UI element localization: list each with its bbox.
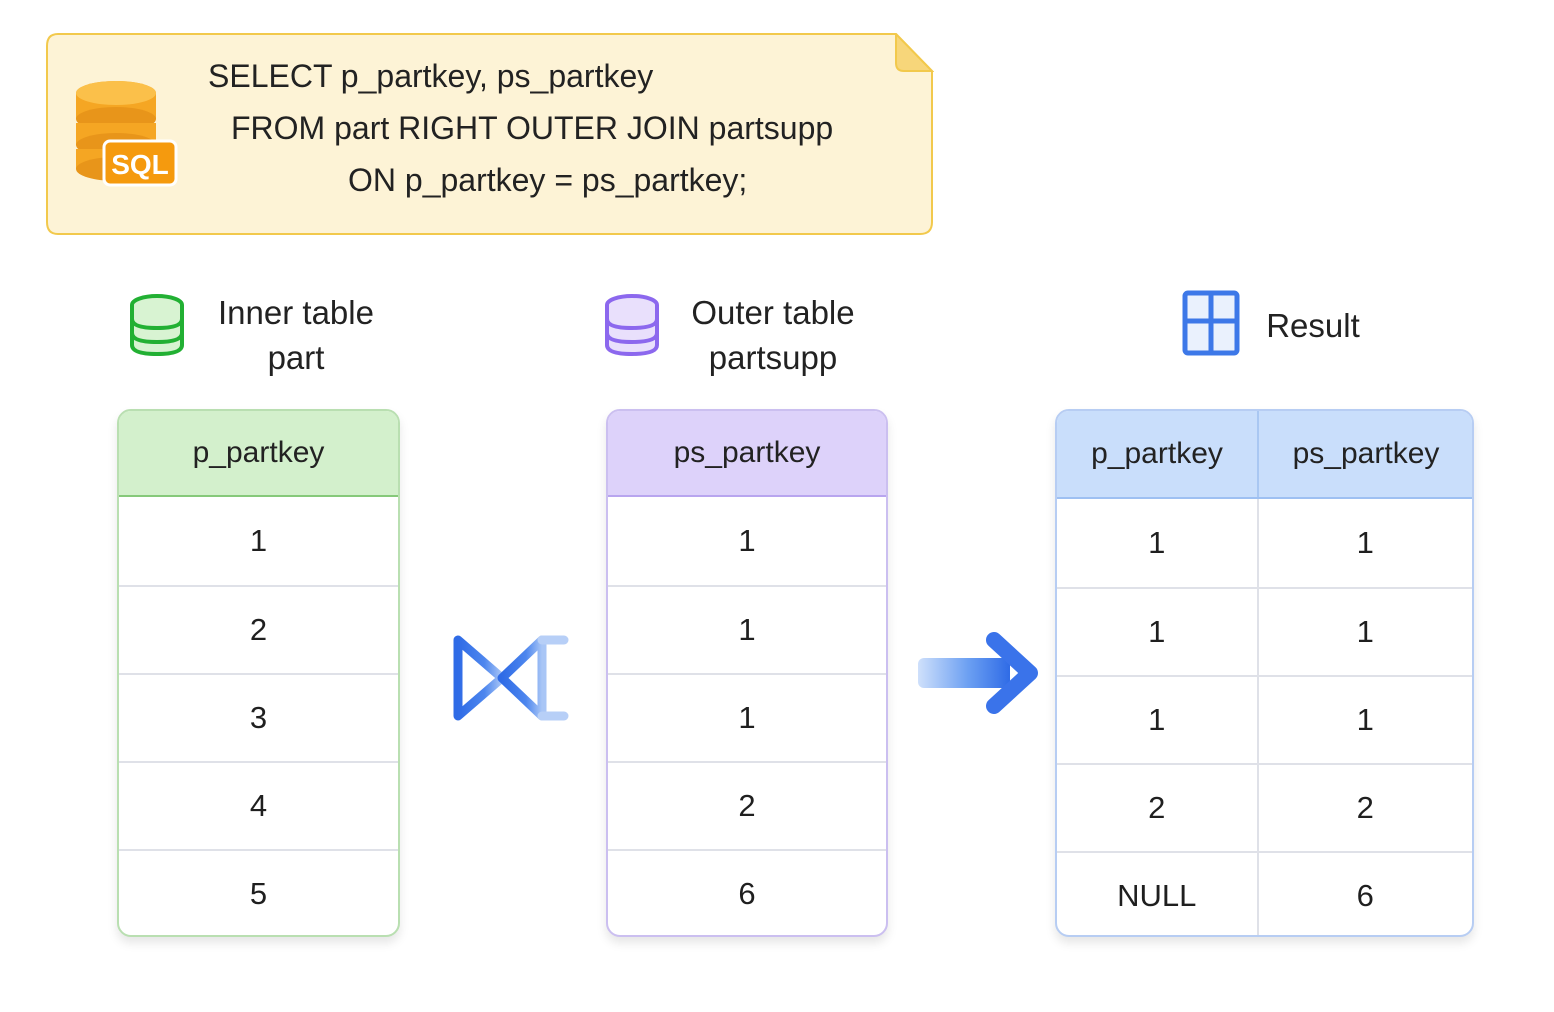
outer-database-icon — [605, 294, 659, 357]
sql-line-from: FROM part RIGHT OUTER JOIN partsupp — [231, 110, 834, 146]
table-row: 2 2 — [1057, 763, 1472, 851]
table-row: 1 1 — [1057, 675, 1472, 763]
table-row: 1 1 — [1057, 499, 1472, 587]
table-row: 1 — [608, 673, 886, 761]
inner-table-title: Inner table — [218, 294, 374, 331]
inner-table-subtitle: part — [267, 339, 325, 376]
outer-table-heading: Outer table partsupp — [668, 290, 878, 380]
outer-table: ps_partkey 1 1 1 2 6 — [606, 409, 888, 937]
table-cell: 1 — [1057, 589, 1259, 675]
outer-table-title: Outer table — [691, 294, 855, 331]
result-column-header: p_partkey — [1057, 411, 1259, 497]
sql-line-on: ON p_partkey = ps_partkey; — [348, 162, 748, 198]
table-cell: 1 — [1057, 677, 1259, 763]
table-row: 1 — [738, 523, 756, 558]
table-cell: 1 — [1356, 614, 1374, 649]
inner-column-header: p_partkey — [119, 411, 398, 497]
table-row: NULL 6 — [1057, 851, 1472, 935]
table-row: 1 — [249, 523, 268, 558]
inner-table-heading: Inner table part — [196, 290, 396, 380]
sql-database-icon: SQL — [76, 81, 178, 187]
table-row: 6 — [608, 849, 886, 935]
table-cell: 1 — [1057, 499, 1259, 587]
outer-column-header: ps_partkey — [608, 411, 886, 497]
inner-database-icon — [130, 294, 184, 357]
sql-query-note: SQL SELECT p_partkey, ps_partkey FROM pa… — [46, 33, 934, 235]
table-row: 3 — [119, 673, 398, 761]
table-row: 2 — [608, 761, 886, 849]
table-row: 5 — [119, 849, 398, 935]
right-outer-join-icon — [453, 635, 569, 721]
result-body: 1 1 1 1 1 1 2 2 NULL 6 — [1057, 499, 1472, 935]
table-cell: 2 — [1057, 765, 1259, 851]
table-cell: 2 — [1356, 790, 1374, 825]
sql-icon-label: SQL — [111, 149, 169, 180]
result-table: p_partkey ps_partkey 1 1 1 1 1 1 2 2 NUL… — [1055, 409, 1474, 937]
result-header-row: p_partkey ps_partkey — [1057, 411, 1472, 499]
arrow-right-icon — [918, 632, 1038, 714]
result-column-header: ps_partkey — [1292, 437, 1440, 470]
table-row: 1 — [608, 585, 886, 673]
note-background — [46, 33, 934, 235]
inner-table: p_partkey 1 2 3 4 5 — [117, 409, 400, 937]
table-cell: 1 — [1356, 525, 1374, 560]
table-row: 1 1 — [1057, 587, 1472, 675]
table-row: 2 — [119, 585, 398, 673]
result-grid-icon — [1182, 290, 1240, 356]
outer-table-subtitle: partsupp — [708, 339, 838, 376]
result-title: Result — [1266, 307, 1360, 344]
table-cell: 6 — [1356, 878, 1374, 913]
table-cell: 1 — [1356, 702, 1374, 737]
sql-line-select: SELECT p_partkey, ps_partkey — [208, 58, 654, 94]
table-cell: NULL — [1057, 853, 1259, 935]
table-row: 4 — [119, 761, 398, 849]
